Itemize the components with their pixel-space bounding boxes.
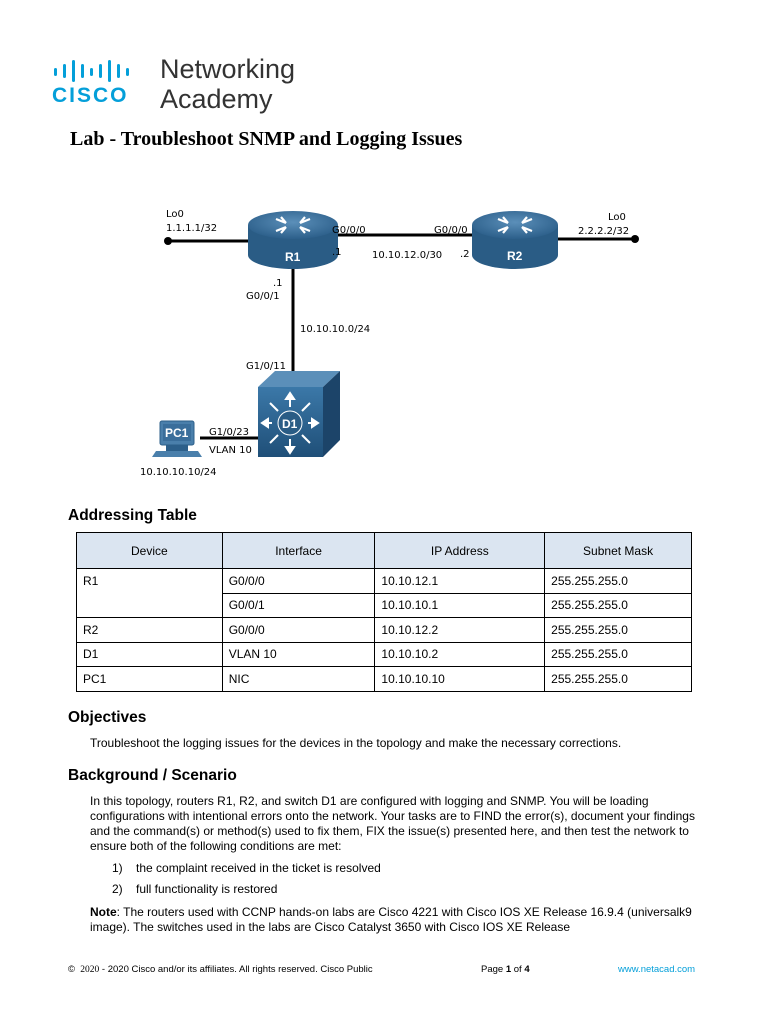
copyright-year: 2020 [80,965,100,975]
objectives-text: Troubleshoot the logging issues for the … [90,736,622,750]
label-d1-g1023: G1/0/23 [209,427,249,438]
cell-device: PC1 [76,666,223,692]
table-header-row: Device Interface IP Address Subnet Mask [76,532,692,569]
label-pc1-ip: 10.10.10.10/24 [140,467,217,478]
cell-interface: NIC [221,666,376,692]
label-lo0-r2: Lo0 [608,212,626,223]
cell-ip-address: 10.10.12.1 [374,568,546,594]
list-item-number: 2) [112,882,123,896]
background-heading: Background / Scenario [68,767,237,784]
logo-academy: Academy [160,84,273,114]
d1-label: D1 [282,417,298,431]
note-text: : The routers used with CCNP hands-on la… [90,905,692,934]
copyright-symbol: © [68,964,75,975]
table-row: PC1 NIC 10.10.10.10 255.255.255.0 [76,666,692,692]
r2-label: R2 [507,249,523,263]
cell-interface: G0/0/0 [221,617,376,643]
page-total: 4 [524,964,530,975]
table-row: R1 G0/0/0 10.10.12.1 255.255.255.0 [76,568,692,594]
addressing-table: Device Interface IP Address Subnet Mask … [76,532,692,692]
footer-page-number: Page 1 of 4 [481,964,530,975]
page-label: Page [481,964,506,975]
logo-networking: Networking [160,54,296,84]
cisco-networking-academy-logo: CISCO Networking Academy [52,54,312,114]
cell-subnet-mask: 255.255.255.0 [544,617,692,643]
cell-ip-address: 10.10.10.1 [374,592,546,618]
column-header-ip-address: IP Address [374,532,546,569]
cell-ip-address: 10.10.12.2 [374,617,546,643]
label-lo0-r2-ip: 2.2.2.2/32 [578,226,629,237]
footer-netacad-link[interactable]: www.netacad.com [618,964,696,975]
label-link-r1-d1: 10.10.10.0/24 [300,324,370,335]
cell-device [76,593,223,618]
label-r1-g001: G0/0/1 [246,291,280,302]
table-row: G0/0/1 10.10.10.1 255.255.255.0 [76,592,692,618]
table-row: D1 VLAN 10 10.10.10.2 255.255.255.0 [76,641,692,667]
list-item: 1) the complaint received in the ticket i… [112,861,381,882]
cell-subnet-mask: 255.255.255.0 [544,568,692,594]
cell-ip-address: 10.10.10.10 [374,666,546,692]
footer-copyright: © 2020 - 2020 Cisco and/or its affiliate… [68,964,373,975]
label-d1-g1011: G1/0/11 [246,361,286,372]
column-header-device: Device [76,532,223,569]
label-r2-g000: G0/0/0 [434,225,468,236]
switch-d1: D1 [258,371,340,457]
r1-label: R1 [285,250,301,264]
column-header-interface: Interface [221,532,376,569]
label-r2-g000-host: .2 [460,249,470,260]
cell-subnet-mask: 255.255.255.0 [544,641,692,667]
cell-ip-address: 10.10.10.2 [374,641,546,667]
column-header-subnet-mask: Subnet Mask [544,532,692,569]
list-item-number: 1) [112,861,123,875]
pc1-computer: PC1 [152,420,202,457]
objectives-heading: Objectives [68,709,147,726]
lo0-r2-endpoint [631,235,639,243]
cell-subnet-mask: 255.255.255.0 [544,666,692,692]
label-r1-g000: G0/0/0 [332,225,366,236]
addressing-table-heading: Addressing Table [68,507,197,524]
note-paragraph: Note: The routers used with CCNP hands-o… [90,905,710,935]
topology-diagram: R1 R2 D1 [140,209,639,478]
conditions-list: 1) the complaint received in the ticket i… [112,861,381,903]
label-link-r1-r2: 10.10.12.0/30 [372,250,442,261]
background-text: In this topology, routers R1, R2, and sw… [90,794,695,853]
cell-interface: G0/0/1 [221,592,376,618]
page-current: 1 [505,964,512,975]
list-item: 2) full functionality is restored [112,882,381,903]
label-r1-g001-host: .1 [273,278,283,289]
cell-device: R1 [76,568,223,593]
cell-interface: VLAN 10 [221,641,376,667]
document-title: Lab - Troubleshoot SNMP and Logging Issu… [70,128,463,150]
cell-device: D1 [76,641,223,667]
label-lo0-r1: Lo0 [166,209,184,220]
cell-subnet-mask: 255.255.255.0 [544,592,692,618]
logo-brand: CISCO [52,84,129,107]
label-r1-g000-host: .1 [332,247,342,258]
table-row: R2 G0/0/0 10.10.12.2 255.255.255.0 [76,617,692,643]
lo0-r1-endpoint [164,237,172,245]
label-lo0-r1-ip: 1.1.1.1/32 [166,223,217,234]
router-r2: R2 [472,211,558,269]
page-of: of [511,964,525,975]
cell-interface: G0/0/0 [221,568,376,594]
cell-device: R2 [76,617,223,643]
pc1-label: PC1 [165,426,189,440]
cisco-bars-icon [54,60,129,82]
router-r1: R1 [248,211,338,269]
list-item-text: full functionality is restored [136,882,278,896]
note-label: Note [90,905,117,919]
copyright-text: - 2020 Cisco and/or its affiliates. All … [101,964,373,975]
label-vlan: VLAN 10 [209,445,252,456]
list-item-text: the complaint received in the ticket is … [136,861,381,875]
